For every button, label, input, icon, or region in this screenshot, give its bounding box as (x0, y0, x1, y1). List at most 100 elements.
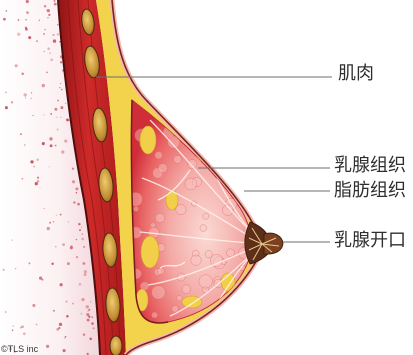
chest-wall-dot (48, 14, 50, 16)
gland-lobule (150, 223, 155, 228)
chest-wall-dot (5, 92, 7, 94)
chest-wall-dot (32, 304, 35, 307)
chest-wall-dot (91, 322, 94, 325)
chest-wall-dot (64, 140, 67, 143)
chest-wall-dot (49, 222, 51, 224)
chest-wall-dot (44, 29, 46, 31)
gland-lobule (192, 97, 201, 106)
label-muscle: 肌肉 (338, 64, 374, 84)
chest-wall-dot (93, 327, 95, 329)
gland-lobule (179, 98, 189, 108)
chest-wall-dot (72, 180, 75, 183)
chest-wall-dot (61, 150, 64, 153)
chest-wall-dot (25, 27, 27, 29)
gland-lobule (199, 275, 213, 289)
chest-wall-dot (91, 316, 93, 318)
chest-wall-dot (83, 246, 85, 248)
chest-wall-dot (65, 103, 66, 104)
chest-wall-dot (47, 227, 50, 230)
gland-lobule (226, 249, 234, 257)
chest-wall-dot (90, 301, 91, 302)
chest-wall-dot (60, 214, 62, 216)
fat-lobule (182, 296, 202, 308)
chest-wall-dot (50, 144, 53, 147)
chest-wall-dot (26, 11, 29, 14)
chest-wall-dot (76, 256, 78, 258)
gland-lobule (239, 143, 248, 152)
chest-wall-dot (59, 87, 61, 89)
gland-lobule (194, 122, 202, 130)
chest-wall-dot (33, 166, 35, 168)
gland-lobule (205, 251, 212, 258)
chest-wall-dot (60, 117, 61, 118)
chest-wall-dot (57, 129, 59, 131)
chest-wall-dot (65, 300, 67, 302)
chest-wall-dot (36, 158, 38, 160)
chest-wall-dot (78, 223, 80, 225)
gland-lobule (158, 268, 165, 275)
label-fat-tissue: 脂肪组织 (334, 181, 406, 201)
chest-wall-dot (75, 187, 78, 190)
label-mammary-duct-opening: 乳腺开口 (334, 231, 406, 251)
chest-wall-dot (28, 262, 30, 264)
chest-wall-dot (12, 240, 13, 241)
chest-wall-dot (21, 73, 24, 76)
chest-wall-dot (81, 298, 84, 301)
nipple (264, 233, 283, 254)
chest-wall-dot (39, 20, 40, 21)
fat-lobule (141, 236, 159, 268)
chest-wall-dot (79, 283, 82, 286)
chest-wall-dot (82, 233, 83, 234)
chest-wall-dot (66, 315, 69, 318)
chest-wall-dot (55, 145, 57, 147)
chest-wall-dot (13, 326, 14, 327)
chest-wall-dot (56, 117, 57, 118)
gland-lobule (155, 213, 165, 223)
chest-wall-dot (56, 328, 59, 331)
gland-lobule (188, 159, 197, 168)
label-mammary-gland-tissue: 乳腺组织 (334, 156, 406, 176)
gland-lobule (172, 107, 178, 113)
chest-wall-dot (22, 178, 24, 180)
chest-wall-dot (84, 270, 87, 273)
chest-wall-dot (42, 142, 45, 145)
chest-wall-dot (72, 168, 74, 170)
chest-wall-dot (49, 52, 51, 54)
chest-wall-dot (21, 325, 24, 328)
chest-wall-dot (24, 93, 27, 96)
chest-wall-dot (84, 273, 87, 276)
chest-wall-dot (54, 3, 57, 6)
chest-wall-dot (50, 113, 52, 115)
chest-wall-dot (11, 101, 14, 104)
chest-wall-dot (64, 337, 65, 338)
chest-wall-dot (73, 201, 75, 203)
gland-lobule (158, 164, 167, 173)
chest-wall-dot (31, 92, 32, 93)
chest-wall-dot (43, 33, 45, 35)
chest-wall-dot (18, 19, 20, 21)
chest-wall-dot (77, 203, 80, 206)
chest-wall-dot (28, 36, 31, 39)
chest-wall-dot (31, 98, 32, 99)
gland-lobule (151, 312, 157, 318)
chest-wall-dot (37, 177, 39, 179)
chest-wall-dot (60, 83, 61, 84)
chest-wall-dot (20, 133, 22, 135)
chest-wall-dot (61, 89, 63, 91)
gland-lobule (224, 152, 237, 165)
chest-wall-dot (53, 39, 56, 42)
chest-wall-dot (52, 34, 54, 36)
chest-wall-dot (63, 349, 66, 352)
chest-wall-dot (39, 187, 40, 188)
gland-lobule (182, 285, 191, 294)
rib (110, 336, 122, 355)
chest-wall-dot (67, 262, 70, 265)
chest-wall-dot (65, 336, 66, 337)
chest-wall-dot (24, 144, 26, 146)
chest-wall-dot (37, 180, 40, 183)
gland-lobule (242, 310, 252, 320)
gland-lobule (172, 306, 179, 313)
gland-lobule (185, 178, 197, 190)
